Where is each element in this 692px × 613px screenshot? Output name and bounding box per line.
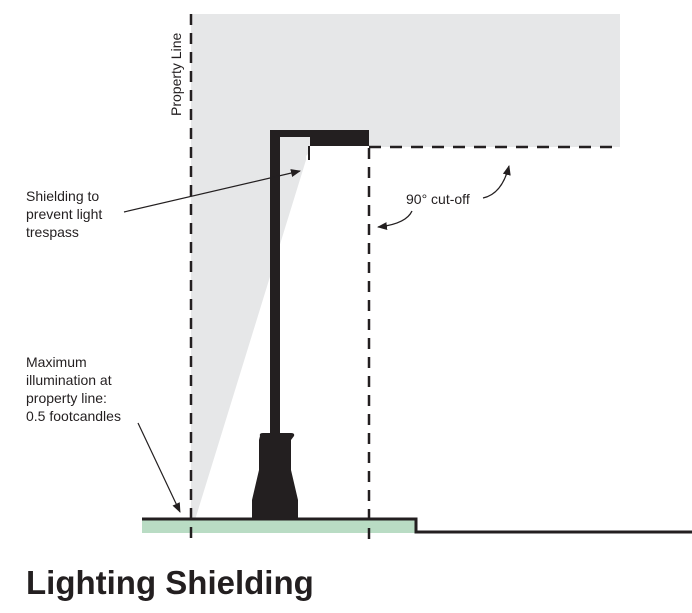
ground-strip (142, 520, 416, 533)
max-illumination-line-4: 0.5 footcandles (26, 408, 121, 424)
max-illumination-line-2: illumination at (26, 372, 112, 388)
property-line-label: Property Line (168, 33, 184, 116)
pole-base (252, 433, 298, 519)
shielding-label-line-3: trespass (26, 224, 79, 240)
max-illumination-arrow (137, 422, 181, 513)
shielding-label: Shielding to prevent light trespass (26, 188, 102, 240)
cutoff-arrow-left (377, 210, 413, 231)
pole-arm (270, 130, 310, 137)
max-illumination-line-3: property line: (26, 390, 107, 406)
cutoff-arrow-up (482, 165, 511, 199)
max-illumination-line-1: Maximum (26, 354, 87, 370)
cutoff-label: 90° cut-off (406, 191, 470, 207)
shielding-arrow (123, 169, 301, 213)
shield-lip (308, 146, 310, 160)
max-illumination-label: Maximum illumination at property line: 0… (26, 354, 121, 424)
pole-shaft (270, 130, 280, 440)
diagram-title: Lighting Shielding (26, 564, 314, 601)
shielding-label-line-1: Shielding to (26, 188, 99, 204)
shielding-label-line-2: prevent light (26, 206, 102, 222)
light-pole (252, 130, 369, 519)
luminaire-head (310, 130, 369, 146)
